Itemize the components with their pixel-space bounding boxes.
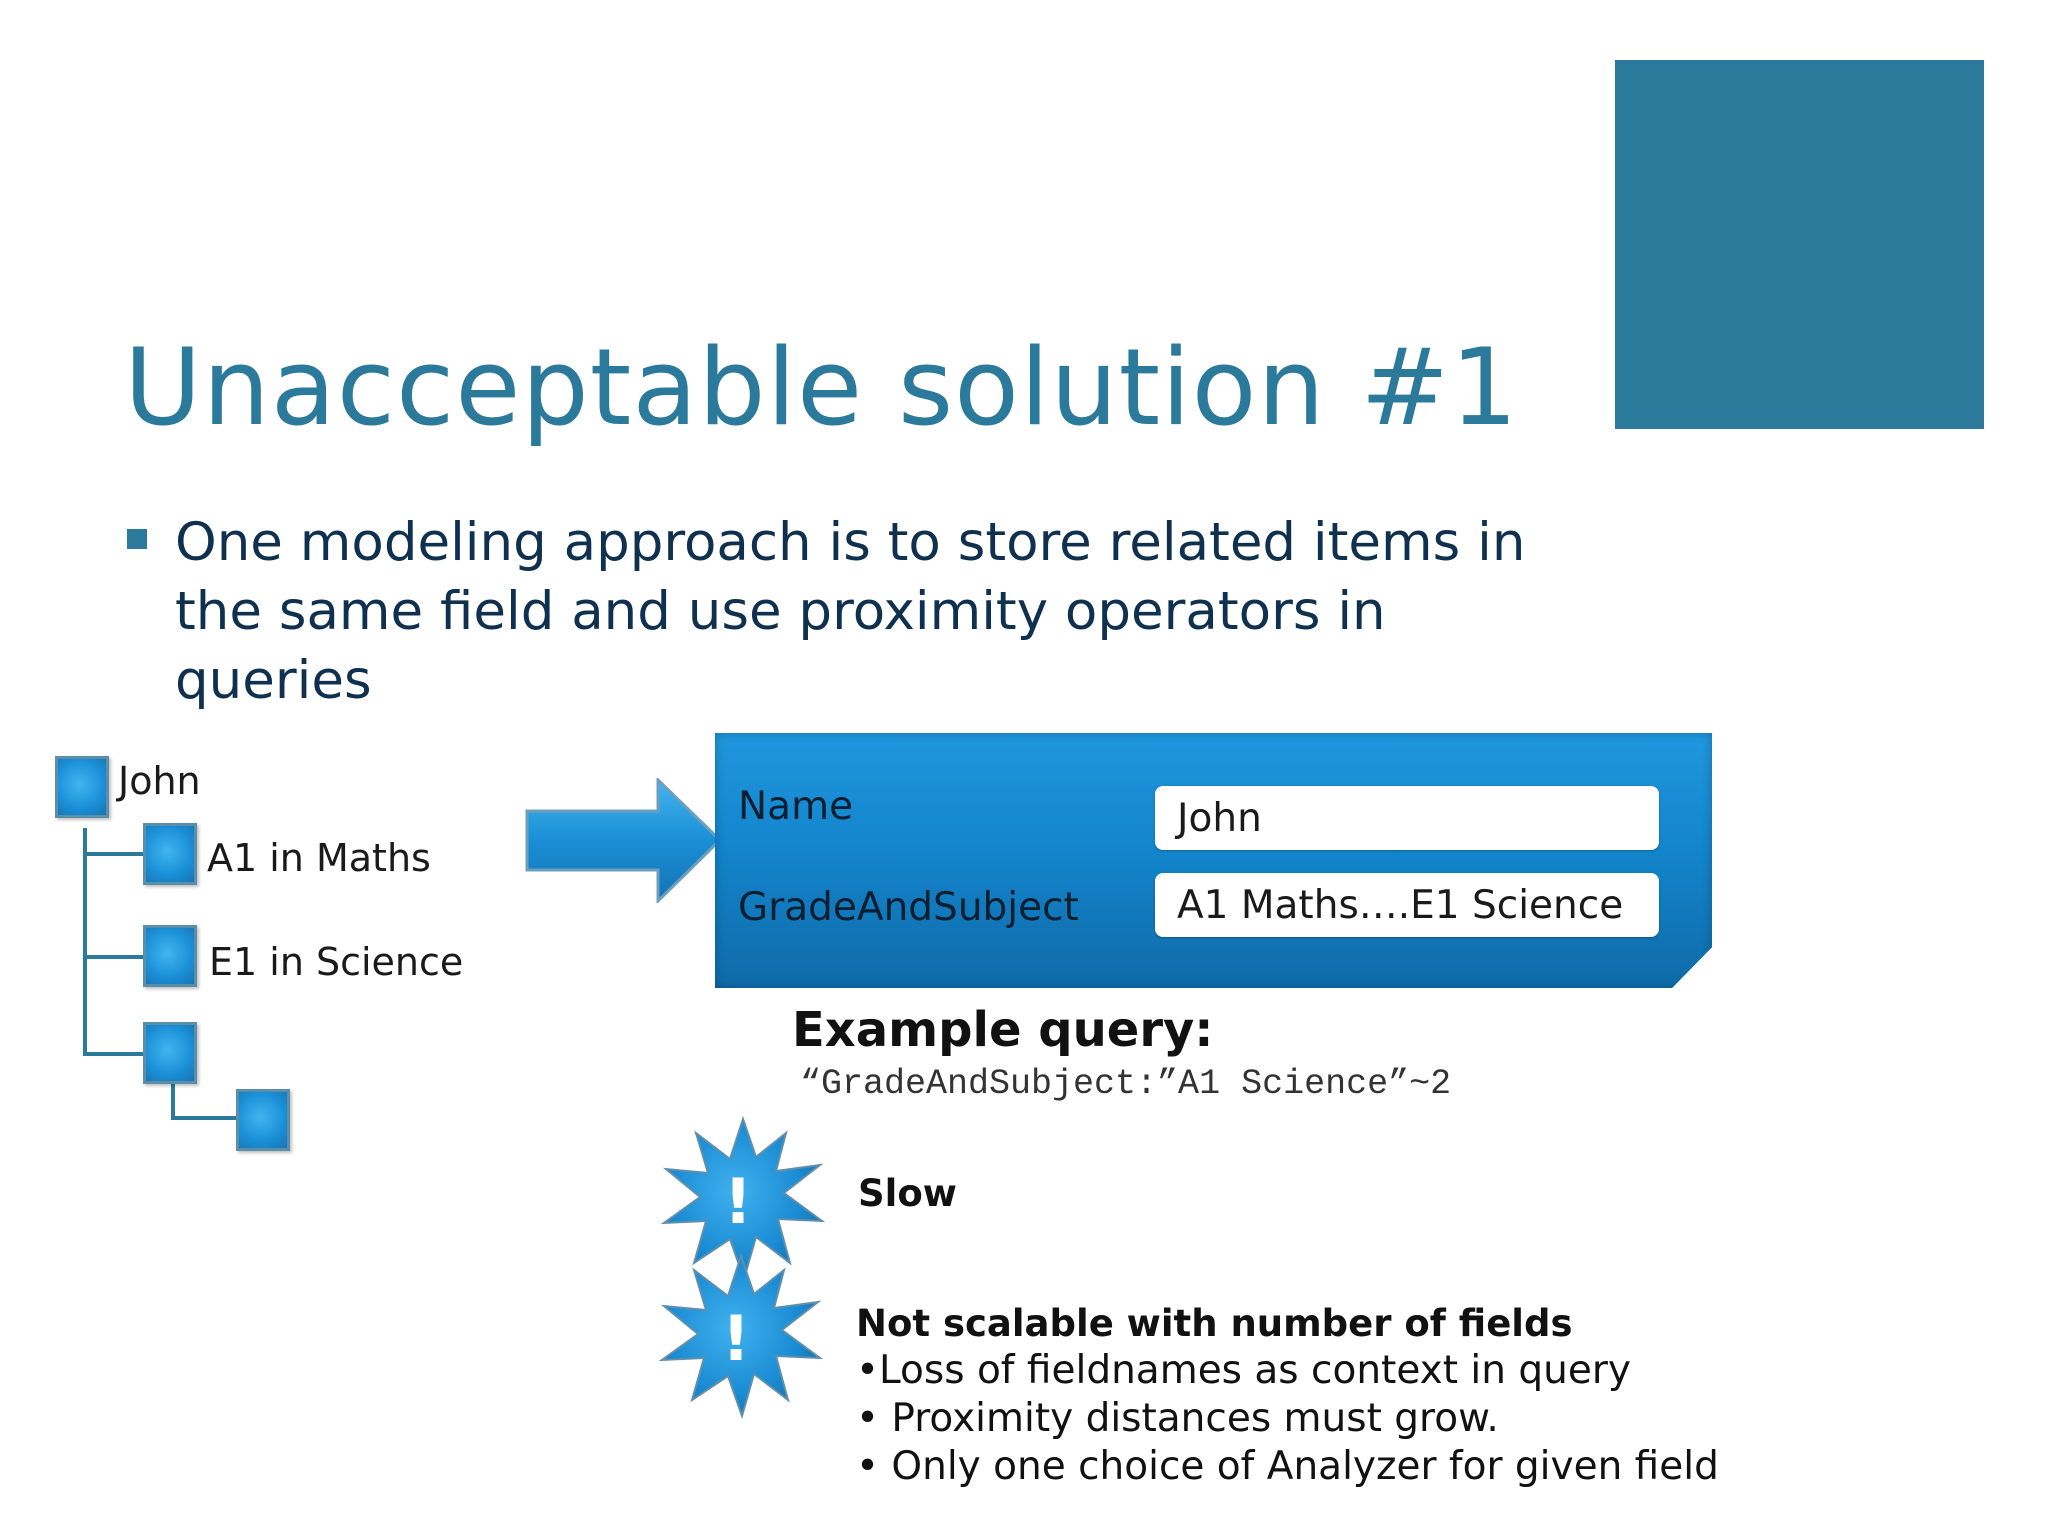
note-slow-title: Slow	[858, 1172, 957, 1215]
tree-node-child	[143, 925, 197, 987]
slide-title: Unacceptable solution #1	[124, 326, 1519, 449]
tree-label-root: John	[118, 759, 201, 803]
tree-trunk-line	[83, 828, 87, 1056]
example-query-code: “GradeAndSubject:”A1 Science”~2	[800, 1064, 1452, 1104]
bullet-marker-icon	[127, 529, 147, 549]
document-panel	[715, 733, 1712, 988]
example-query-heading: Example query:	[792, 1002, 1214, 1058]
tree-subtrunk-line	[171, 1084, 175, 1119]
tree-branch-line	[83, 1052, 145, 1056]
exclamation-mark: !	[724, 1165, 752, 1238]
field-value-name: John	[1155, 786, 1659, 850]
tree-label-child: A1 in Maths	[207, 836, 431, 880]
tree-branch-line	[83, 852, 145, 856]
field-label-grade-subject: GradeAndSubject	[738, 885, 1079, 930]
tree-node-grandchild	[236, 1089, 290, 1151]
right-arrow-icon	[525, 778, 723, 903]
tree-branch-line	[171, 1116, 237, 1120]
tree-node-child	[143, 1022, 197, 1084]
field-label-name: Name	[738, 784, 854, 829]
tree-node-child	[143, 823, 197, 885]
note-point: •Loss of fieldnames as context in query	[856, 1348, 1631, 1393]
tree-node-root	[55, 756, 109, 818]
exclamation-mark: !	[722, 1302, 750, 1375]
field-value-grade-subject: A1 Maths….E1 Science	[1155, 873, 1659, 937]
note-point: • Proximity distances must grow.	[856, 1396, 1499, 1441]
tree-branch-line	[83, 955, 145, 959]
tree-label-child: E1 in Science	[209, 940, 464, 984]
accent-square	[1615, 60, 1984, 429]
note-scalable-title: Not scalable with number of fields	[856, 1302, 1573, 1345]
warning-burst-icon: !	[658, 1252, 824, 1420]
note-point: • Only one choice of Analyzer for given …	[856, 1444, 1719, 1489]
bullet-text: One modeling approach is to store relate…	[175, 512, 1526, 711]
